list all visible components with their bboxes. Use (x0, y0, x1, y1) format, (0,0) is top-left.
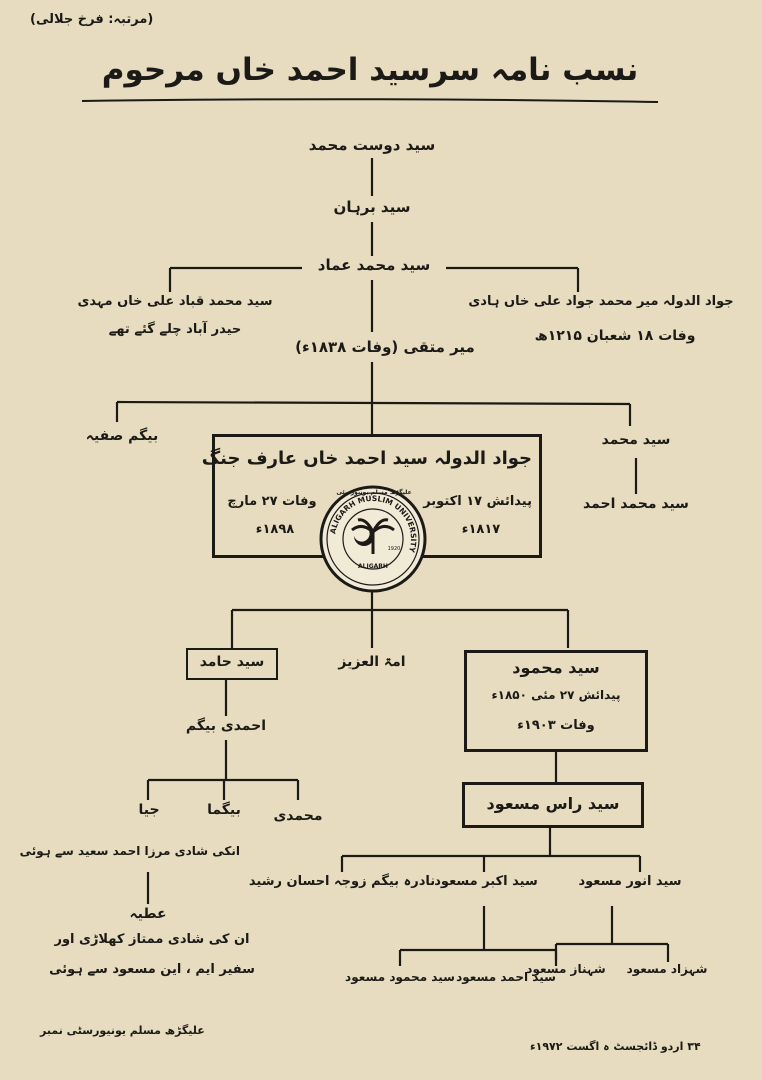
node-jiya: جیا (138, 802, 160, 818)
node-syed-hamid: سید حامد (199, 654, 265, 670)
node-syed-muhammad-ahmad: سید محمد احمد (583, 496, 689, 512)
page-title: نسب نامہ سرسید احمد خاں مرحوم (101, 52, 639, 88)
footer-right: ۳۴ اردو ڈائجسٹ ہ اگست ۱۹۷۲ء (530, 1040, 701, 1053)
node-akbar-masood: سید اکبر مسعود (434, 874, 538, 889)
node-qubad-ali: سید محمد قباد علی خاں مہدی (77, 294, 273, 309)
node-atiya-note-2: سفیر ایم ، این مسعود سے ہوئی (49, 962, 255, 977)
footer-left: علیگڑھ مسلم یونیورسٹی نمبر (40, 1024, 205, 1037)
node-begum-safia: بیگم صفیہ (85, 428, 159, 444)
node-shahzad-masood: شہزاد مسعود (626, 962, 708, 976)
node-syed-muhammad: سید محمد (601, 432, 671, 448)
node-ahmadi-begum: احمدی بیگم (185, 718, 267, 734)
node-jawad-ali: جواد الدولہ میر محمد جواد علی خاں ہادی (468, 294, 734, 309)
sir-syed-death-label: وفات ۲۷ مارچ (227, 494, 317, 509)
node-shahnaz-masood: شہناز مسعود (526, 962, 606, 976)
node-jiya-note: انکی شادی مرزا احمد سعید سے ہوئی (19, 844, 240, 858)
compiler-note: (مرتبہ: فرخ جلالی) (30, 12, 154, 27)
node-syed-mahmood: سید محمود (512, 658, 600, 677)
node-mir-muttaqi: میر متقی (وفات ۱۸۳۸ء) (295, 338, 475, 356)
node-nadira-begum: نادرہ بیگم زوجہ احسان رشید (248, 874, 436, 889)
node-burhan: سید برہان (333, 198, 411, 216)
node-atiya: عطیہ (129, 906, 167, 922)
node-bigga: بیگما (207, 802, 241, 818)
node-muhammadi: محمدی (273, 808, 323, 824)
node-mahmood-birth: پیدائش ۲۷ مئی ۱۸۵۰ء (491, 688, 621, 702)
ras-masood-box (462, 782, 644, 828)
seal-year: 1920 (388, 546, 401, 552)
seal-top-text: علیگڑھ مسلم یونیورسٹی (336, 489, 412, 496)
node-dost-muhammad: سید دوست محمد (308, 136, 436, 154)
sir-syed-birth-year: ۱۸۱۷ء (461, 522, 501, 537)
syed-mahmood-box (464, 650, 648, 752)
node-ahmad-masood: سید احمد مسعود (456, 970, 556, 984)
node-mahmood-masood: سید محمود مسعود (345, 970, 455, 984)
aligarh-university-seal: ALIGARH MUSLIM UNIVERSITY ALIGARH 1920 (318, 484, 428, 594)
node-atiya-note-1: ان کی شادی ممتاز کھلاڑی اور (54, 932, 250, 947)
node-ras-masood: سید راس مسعود (486, 794, 620, 813)
node-mahmood-death: وفات ۱۹۰۳ء (517, 718, 595, 733)
sir-syed-birth-label: پیدائش ۱۷ اکتوبر (423, 494, 532, 509)
seal-place: ALIGARH (358, 563, 388, 570)
sir-syed-name: جواد الدولہ سید احمد خاں عارف جنگ (201, 448, 532, 469)
node-qubad-note: حیدر آباد چلے گئے تھے (108, 322, 242, 337)
syed-hamid-box (186, 648, 278, 680)
node-imad: سید محمد عماد (317, 256, 431, 274)
sir-syed-death-year: ۱۸۹۸ء (255, 522, 295, 537)
node-amatul-aziz: امۃ العزیز (338, 654, 406, 670)
node-jawad-death: وفات ۱۸ شعبان ۱۲۱۵ھ (534, 328, 696, 344)
title-underline (81, 98, 659, 103)
node-anwar-masood: سید انور مسعود (578, 874, 682, 889)
